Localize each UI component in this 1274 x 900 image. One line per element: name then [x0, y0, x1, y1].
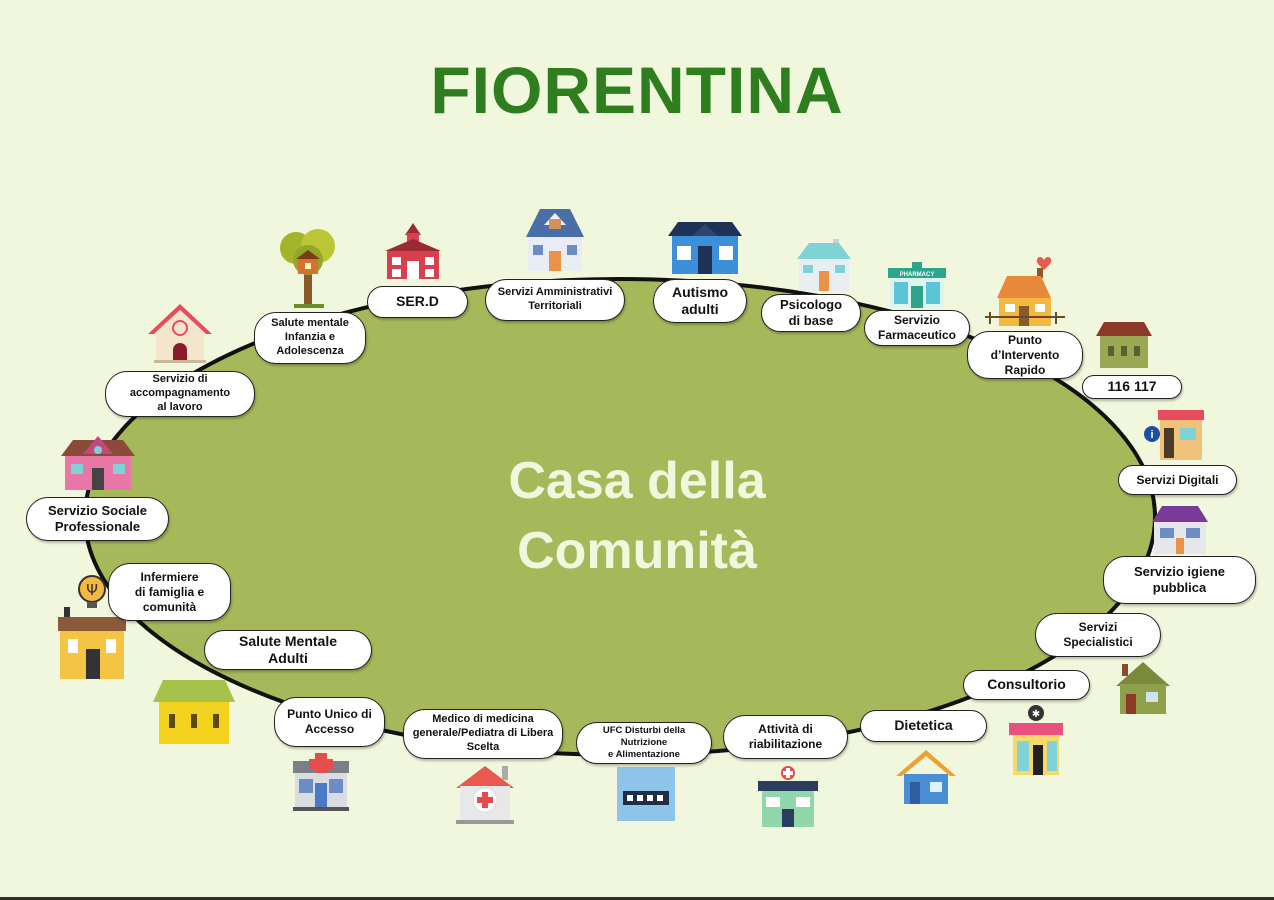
label-serd: SER.D — [367, 286, 468, 318]
page-title: FIORENTINA — [430, 53, 844, 127]
label-farmaceutico: Servizio Farmaceutico — [864, 310, 970, 346]
label-igiene: Servizio igiene pubblica — [1103, 556, 1256, 604]
shop-icon-digitali: i — [1142, 408, 1208, 462]
house-icon-116 — [1094, 320, 1154, 370]
label-punto-unico: Punto Unico di Accesso — [274, 697, 385, 747]
pharmacy-sign-text: PHARMACY — [900, 272, 935, 278]
label-116-117: 116 117 — [1082, 375, 1182, 399]
house-icon-igiene — [1150, 502, 1210, 556]
label-specialistici: Servizi Specialistici — [1035, 613, 1161, 657]
center-title-line2: Comunità — [517, 522, 757, 580]
svg-text:✱: ✱ — [1032, 709, 1040, 720]
tree-house-icon — [276, 226, 340, 308]
building-icon-ufc — [615, 765, 677, 823]
label-psicologo: Psicologo di base — [761, 294, 861, 332]
label-digitali: Servizi Digitali — [1118, 465, 1237, 495]
label-ufc: UFC Disturbi della Nutrizione e Alimenta… — [576, 722, 712, 764]
house-icon-specialistici — [1114, 660, 1172, 716]
label-amministrativi: Servizi Amministrativi Territoriali — [485, 279, 625, 321]
pharmacy-icon: PHARMACY — [886, 262, 948, 310]
house-icon-heart — [985, 252, 1065, 330]
house-icon-lavoro — [146, 302, 214, 364]
center-title-line1: Casa della — [508, 452, 766, 510]
label-lavoro: Servizio di accompagnamento al lavoro — [105, 371, 255, 417]
info-icon — [1144, 426, 1160, 442]
bottom-border — [0, 897, 1274, 900]
house-icon-amministrativi — [520, 207, 590, 273]
hospital-icon-punto-unico — [291, 753, 351, 813]
lightbulb-house-icon: Ψ — [56, 573, 128, 681]
house-icon-sociale — [59, 434, 137, 492]
label-dietetica: Dietetica — [860, 710, 987, 742]
label-salute-infanzia: Salute mentale Infanzia e Adolescenza — [254, 312, 366, 364]
label-consultorio: Consultorio — [963, 670, 1090, 700]
house-icon-autismo — [664, 218, 746, 276]
svg-text:Ψ: Ψ — [86, 581, 98, 599]
clinic-icon-riabilitazione — [756, 765, 820, 829]
info-badge-text: i — [1150, 429, 1153, 441]
label-riabilitazione: Attività di riabilitazione — [723, 715, 848, 759]
label-medico: Medico di medicina generale/Pediatra di … — [403, 709, 563, 759]
hospital-icon-medico — [454, 764, 516, 824]
label-autismo: Autismo adulti — [653, 279, 747, 323]
label-infermiere: Infermiere di famiglia e comunità — [108, 563, 231, 621]
label-sociale: Servizio Sociale Professionale — [26, 497, 169, 541]
school-house-icon — [383, 221, 443, 281]
label-punto-intervento: Punto d’Intervento Rapido — [967, 331, 1083, 379]
house-icon-salute-adulti — [151, 676, 237, 746]
label-salute-mentale-adulti: Salute Mentale Adulti — [204, 630, 372, 670]
clinic-icon-consultorio: ✱ — [1007, 703, 1065, 777]
house-icon-dietetica — [894, 748, 958, 806]
house-icon-psicologo — [795, 237, 853, 293]
